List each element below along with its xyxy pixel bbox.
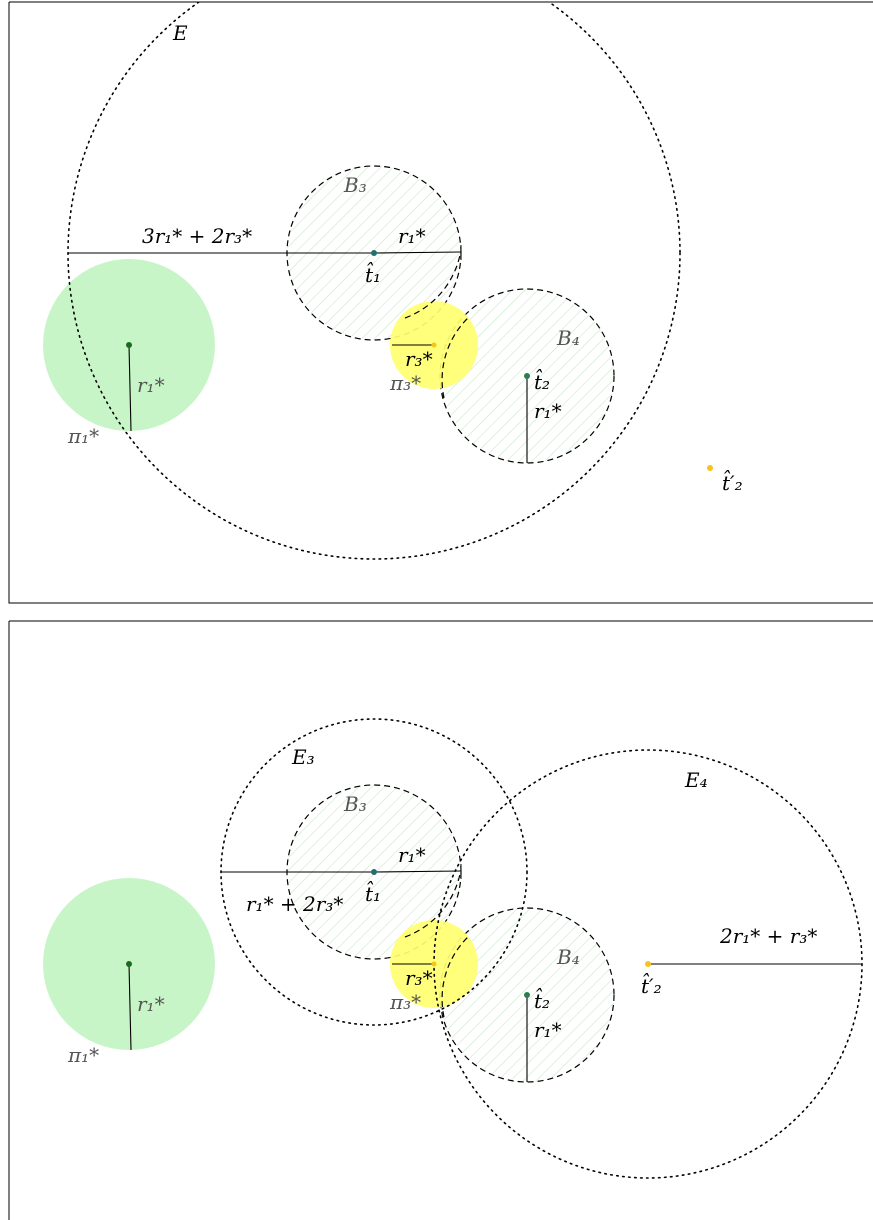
label-r1-b3: r₁*: [398, 224, 426, 248]
label-t1: t̂₁: [365, 880, 381, 906]
label-t2: t̂₂: [534, 987, 550, 1013]
label-r1-left: r₁*: [137, 992, 165, 1016]
b3-arc-over-pi3: [404, 873, 461, 938]
label-pi1: π₁*: [67, 424, 99, 448]
label-e: E: [172, 21, 188, 45]
t2-point: [524, 373, 530, 379]
label-t1: t̂₁: [365, 261, 381, 287]
bottom-panel: E₃ E₄ B₃ B₄ r₁* + 2r₃* 2r₁* + r₃* r₁* t̂…: [8, 620, 873, 1220]
t1-point: [371, 250, 377, 256]
bottom-panel-frame: [8, 620, 873, 1220]
pi3-center-point: [431, 342, 437, 348]
label-r1-b3: r₁*: [398, 843, 426, 867]
b4-arc-over-pi3: [441, 934, 471, 1018]
label-pi3: π₃*: [389, 990, 421, 1014]
label-r1-b4: r₁*: [534, 399, 562, 423]
b4-arc-over-pi3: [441, 315, 471, 399]
label-e3-radius: r₁* + 2r₃*: [246, 892, 343, 916]
top-panel-frame: [8, 1, 873, 604]
label-e4-radius: 2r₁* + r₃*: [719, 924, 817, 948]
label-r1-b4: r₁*: [534, 1018, 562, 1042]
label-r3: r₃*: [405, 347, 433, 371]
b3-arc-over-pi3: [404, 254, 461, 319]
pi1-radius-line: [128, 963, 132, 1051]
pi1-center-point: [126, 342, 132, 348]
t1-point: [371, 869, 377, 875]
pi3-center-point: [431, 961, 437, 967]
t2-point: [524, 992, 530, 998]
label-b3: B₃: [343, 792, 367, 816]
label-t2-prime: t̂′₂: [722, 469, 743, 495]
label-e4: E₄: [684, 768, 708, 792]
pi1-radius-line: [128, 344, 132, 432]
label-pi1: π₁*: [67, 1043, 99, 1067]
label-t2: t̂₂: [534, 368, 550, 394]
label-b3: B₃: [343, 173, 367, 197]
top-panel: E B₃ B₄ 3r₁* + 2r₃* r₁* t̂₁ t̂₂ r₁* t̂′₂…: [8, 1, 873, 604]
b3-radius-line: [373, 251, 462, 254]
label-b4: B₄: [556, 945, 580, 969]
pi1-center-point: [126, 961, 132, 967]
label-pi3: π₃*: [389, 371, 421, 395]
b3-radius-line: [373, 870, 462, 873]
label-r3: r₃*: [405, 966, 433, 990]
label-t2-prime: t̂′₂: [641, 972, 662, 998]
t2-prime-point: [707, 465, 713, 471]
label-e3: E₃: [291, 745, 315, 769]
label-e-radius: 3r₁* + 2r₃*: [142, 224, 252, 248]
t2-prime-point: [645, 961, 651, 967]
label-r1-left: r₁*: [137, 373, 165, 397]
label-b4: B₄: [556, 326, 580, 350]
